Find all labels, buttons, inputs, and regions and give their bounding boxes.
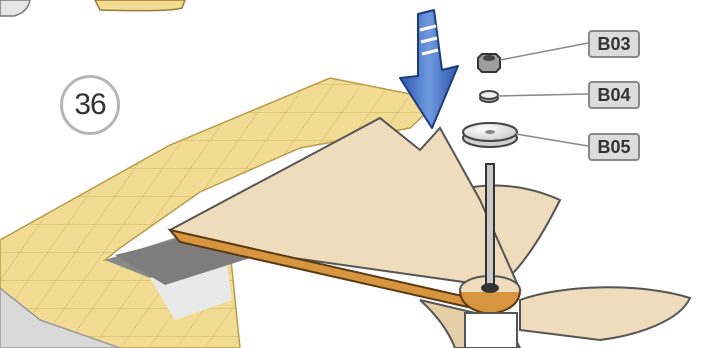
small-washer-b04 (480, 91, 498, 102)
part-label-b04: B04 (588, 81, 640, 109)
hub-block (465, 313, 517, 348)
part-label-b05: B05 (588, 133, 640, 161)
nut-b03 (478, 54, 500, 72)
previous-step-fragment (0, 0, 185, 16)
part-label-b03: B03 (588, 30, 640, 58)
large-washer-b05 (463, 123, 517, 147)
step-number-badge: 36 (60, 75, 120, 135)
step-number: 36 (74, 88, 105, 122)
